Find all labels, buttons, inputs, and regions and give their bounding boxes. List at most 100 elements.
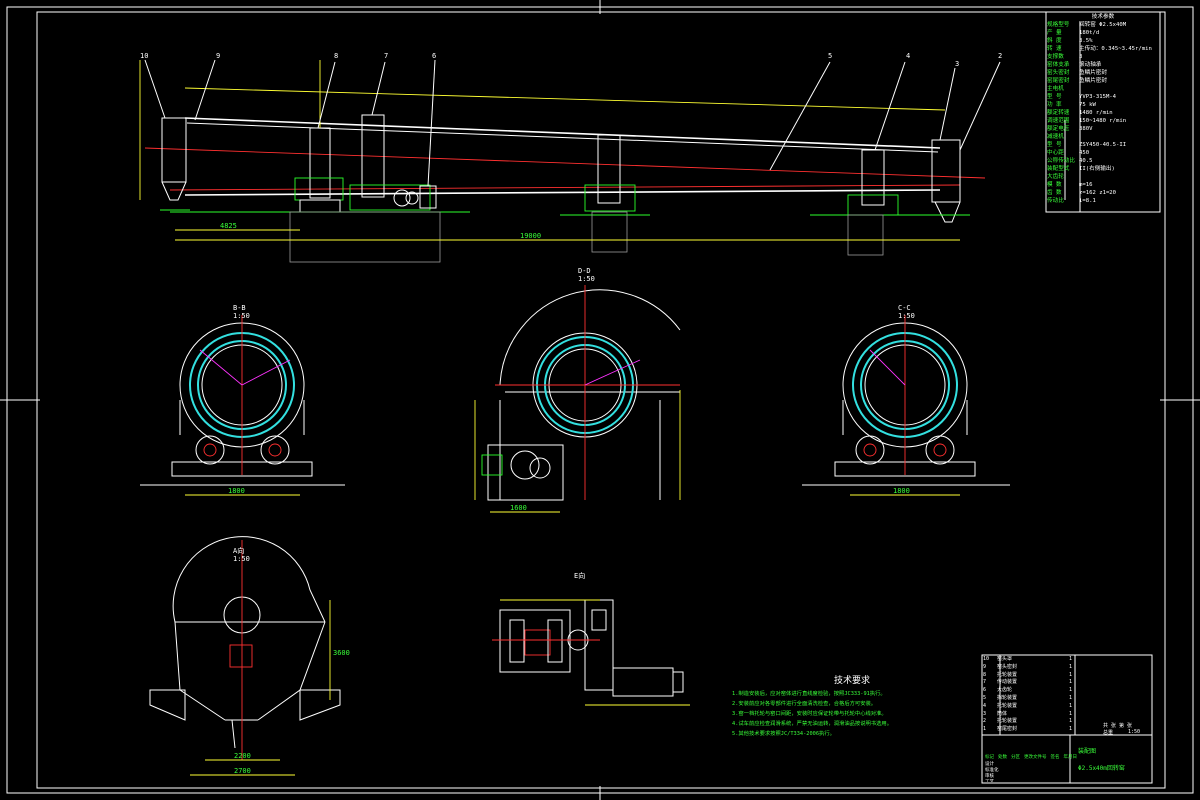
spec-row-label: 模 数 xyxy=(1047,182,1062,188)
bom-cell-qty: 1 xyxy=(1069,671,1073,678)
spec-row-label: 窑尾密封 xyxy=(1047,78,1070,84)
bom-cell-qty: 1 xyxy=(1069,702,1073,709)
bom-cell-qty: 1 xyxy=(1069,679,1073,686)
spec-row-label: 窑头密封 xyxy=(1047,70,1070,76)
spec-row-label: 调速范围 xyxy=(1047,118,1070,124)
bom-cell-qty: 1 xyxy=(1069,656,1073,662)
callout-7: 7 xyxy=(384,52,388,60)
assembly-label: 装配图 xyxy=(1078,748,1097,755)
weight-label: 总重 xyxy=(1103,730,1114,736)
spec-row-value: 1480 r/min xyxy=(1079,110,1113,116)
bom-cell-no: 2 xyxy=(983,718,987,725)
callout-3: 3 xyxy=(955,60,959,68)
view-a-hood: A向 1:50 2200 2700 3600 xyxy=(149,536,350,776)
spec-row-value: 3.5% xyxy=(1079,38,1093,44)
spec-row-label: 转 速 xyxy=(1047,46,1062,52)
view-e-title: E向 xyxy=(574,571,585,580)
bom-cell-no: 9 xyxy=(983,663,987,670)
section-c-scale: 1:50 xyxy=(898,312,915,320)
bom-cell-qty: 1 xyxy=(1069,687,1073,694)
spec-row-value: YVP3-315M-4 xyxy=(1079,94,1117,100)
spec-row-value: 40.5 xyxy=(1079,158,1093,164)
scale-value: 1:50 xyxy=(1128,729,1141,735)
main-elevation-view: 19000 4825 10 9 8 7 6 5 4 3 2 xyxy=(139,52,1002,263)
title-block-header: 更改文件号 xyxy=(1024,755,1047,760)
spec-row-value: II(右侧输出) xyxy=(1079,166,1115,172)
title-block-role: 审核 xyxy=(985,774,994,779)
tech-requirements-list: 1.制造安装后，应对窑体进行直线度检验，按照JC333-91执行。 2.安装前应对… xyxy=(732,689,972,739)
bom-cell-qty: 1 xyxy=(1069,726,1073,733)
section-b-width: 1800 xyxy=(228,487,245,495)
callout-2: 2 xyxy=(998,52,1002,60)
support-station-2 xyxy=(349,114,437,211)
spec-row-label: 功 率 xyxy=(1047,102,1062,108)
bom-cell-name: 挡轮装置 xyxy=(997,694,1018,701)
spec-row-label: 传动比 xyxy=(1047,198,1064,204)
title-block xyxy=(981,654,1153,784)
bom-cell-name: 托轮装置 xyxy=(997,671,1018,678)
bom-cell-no: 1 xyxy=(983,726,987,733)
main-length-dim: 19000 xyxy=(520,232,541,240)
spec-row-label: 型 号 xyxy=(1047,94,1062,100)
tech-requirement-item: 2.安装前应对各零部件进行全面清洗检查，合格后方可安装。 xyxy=(732,701,877,707)
spec-row-label: 额定转速 xyxy=(1047,110,1070,116)
spec-table-title: 技术参数 xyxy=(1091,14,1115,20)
spec-row-label: 窑体支承 xyxy=(1047,62,1070,68)
spec-row-value: 鱼鳞片密封 xyxy=(1079,70,1107,76)
spec-row: 窑尾密封鱼鳞片密封 xyxy=(1047,77,1159,85)
spec-row-value: 380V xyxy=(1079,126,1093,132)
bom-cell-no: 10 xyxy=(983,656,990,662)
bom-cell-name: 传动装置 xyxy=(997,679,1018,686)
section-b-view: B-B 1:50 1800 xyxy=(140,304,345,496)
spec-row: 窑体支承 滚动轴承 xyxy=(1047,61,1159,69)
spec-row: 产 量 180t/d xyxy=(1047,29,1159,37)
section-d-title: D-D xyxy=(578,267,591,275)
bom-cell-name: 窑头罩 xyxy=(997,656,1013,662)
spec-row-value: 滚动轴承 xyxy=(1079,62,1102,68)
title-block-header: 标记 xyxy=(985,755,994,760)
title-block-role: 工艺 xyxy=(985,780,999,782)
support-station-3 xyxy=(584,134,636,212)
spec-row-value: 180t/d xyxy=(1079,30,1100,36)
spec-row: 额定转速 1480 r/min xyxy=(1047,109,1159,117)
spec-row-label: 规格型号 xyxy=(1047,22,1070,28)
bom-cell-no: 4 xyxy=(983,702,987,709)
spec-group-label: 减速机 xyxy=(1047,134,1064,140)
callout-10: 10 xyxy=(140,52,148,60)
section-d-scale: 1:50 xyxy=(578,275,595,283)
spec-row-label: 产 量 xyxy=(1047,30,1062,36)
title-block-header: 年月日 xyxy=(1063,755,1078,760)
bom-row: 10 窑头罩 1 xyxy=(983,656,1151,664)
spec-row-label: 齿 数 xyxy=(1047,190,1062,196)
title-block-role: 标准化 xyxy=(985,768,999,773)
view-a-scale: 1:50 xyxy=(233,555,250,563)
tech-requirements: 技术要求 1.制造安装后，应对窑体进行直线度检验，按照JC333-91执行。 2.… xyxy=(732,673,972,739)
tech-requirements-title: 技术要求 xyxy=(833,676,870,686)
bom-cell-name: 托轮装置 xyxy=(997,718,1018,725)
drawing-name: Φ2.5x40m回转窑 xyxy=(1078,765,1125,772)
callout-9: 9 xyxy=(216,52,220,60)
spec-group-label: 主电机 xyxy=(1047,86,1064,92)
section-b-title: B-B xyxy=(233,304,246,312)
title-block-roles: 设计标准化审核工艺批准 xyxy=(985,762,999,782)
bom-cell-name: 窑头密封 xyxy=(997,663,1018,670)
spec-row-label: 中心距 xyxy=(1047,150,1064,156)
section-c-title: C-C xyxy=(898,304,911,312)
tech-requirement-item: 1.制造安装后，应对窑体进行直线度检验，按照JC333-91执行。 xyxy=(732,691,886,697)
bom-cell-qty: 1 xyxy=(1069,694,1073,701)
